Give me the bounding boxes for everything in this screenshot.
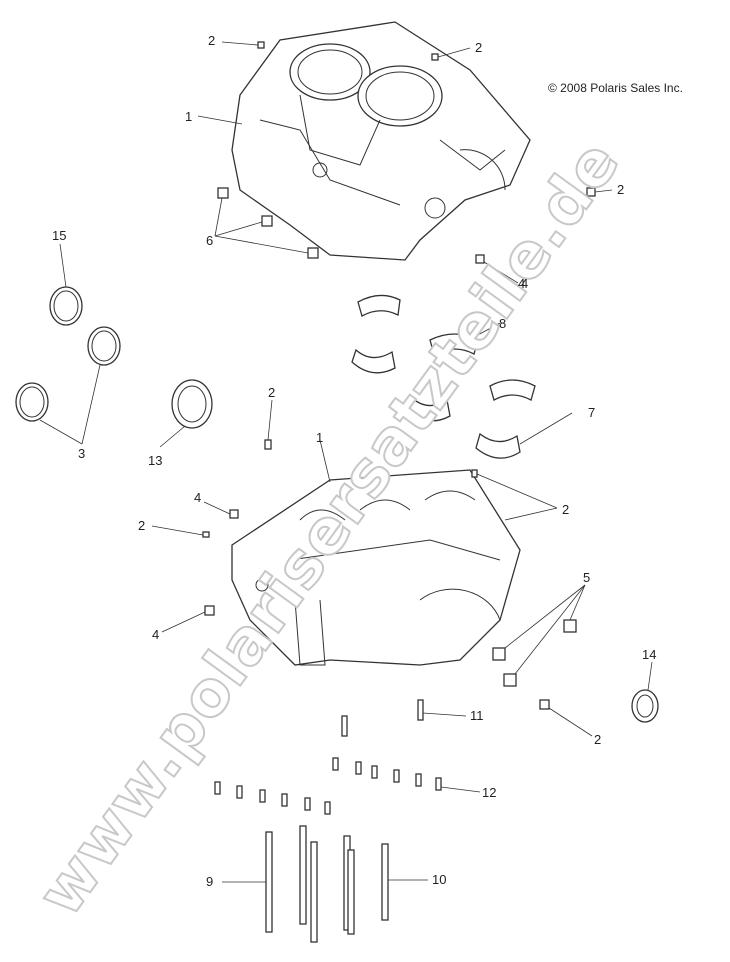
- seal-13: [171, 379, 213, 429]
- callout-label: 2: [617, 182, 624, 197]
- callout-label: 2: [594, 732, 601, 747]
- callout-label: 2: [475, 40, 482, 55]
- callout-label: 2: [208, 33, 215, 48]
- callout-label: 3: [78, 446, 85, 461]
- long-studs: [265, 825, 389, 943]
- callout-label: 1: [316, 430, 323, 445]
- upper-crankcase: [231, 21, 531, 261]
- bearing-shells: [351, 294, 536, 459]
- callout-label: 8: [499, 316, 506, 331]
- seal-14: [631, 689, 659, 723]
- callout-label: 4: [152, 627, 159, 642]
- leader-lines: [39, 41, 653, 883]
- callout-label: 4: [518, 276, 525, 291]
- callout-label: 14: [642, 647, 656, 662]
- callout-label: 6: [206, 233, 213, 248]
- callout-label: 10: [432, 872, 446, 887]
- callout-label: 11: [470, 708, 484, 723]
- ring-3a: [87, 326, 121, 366]
- callout-label: 1: [185, 109, 192, 124]
- callout-label: 5: [583, 570, 590, 585]
- ring-15: [49, 286, 83, 326]
- callout-label: 2: [268, 385, 275, 400]
- callout-label: 2: [138, 518, 145, 533]
- callout-labels: 1 1 2 2 2 2 2 2 2 3 4 4 4 4 5 6 7 8 9 10…: [52, 33, 656, 889]
- ring-3b: [15, 382, 49, 422]
- callout-label: 7: [588, 405, 595, 420]
- bolts: [214, 699, 442, 815]
- callout-label: 13: [148, 453, 162, 468]
- callout-label: 4: [521, 276, 528, 291]
- callout-label: 2: [562, 502, 569, 517]
- lower-crankcase: [231, 469, 521, 666]
- copyright-text: © 2008 Polaris Sales Inc.: [548, 81, 683, 95]
- callout-label: 15: [52, 228, 66, 243]
- callout-label: 9: [206, 874, 213, 889]
- callout-label: 12: [482, 785, 496, 800]
- callout-label: 4: [194, 490, 201, 505]
